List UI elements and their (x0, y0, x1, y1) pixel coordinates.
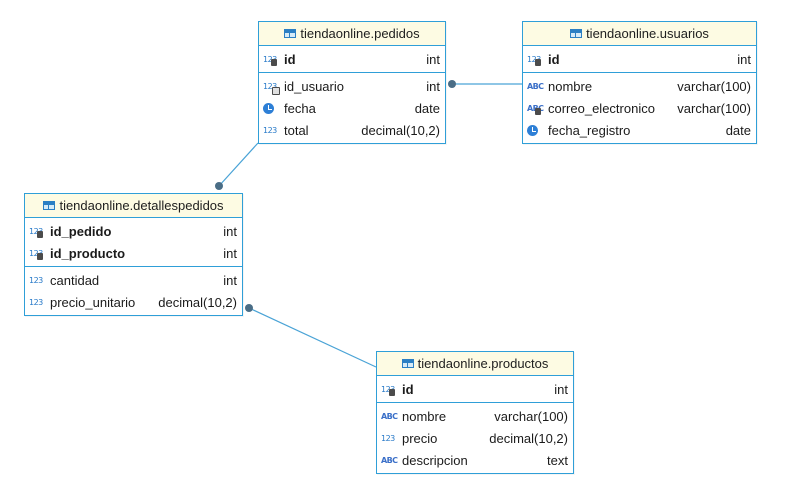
field-section: nombre varchar(100) precio decimal(10,2)… (377, 402, 573, 473)
table-icon (401, 359, 414, 368)
column-row[interactable]: id int (377, 378, 573, 400)
num-key-icon (29, 227, 47, 238)
column-name: id_pedido (50, 223, 112, 239)
num-icon (381, 434, 399, 443)
key-section: id int (259, 46, 445, 72)
clock-icon (263, 103, 281, 114)
column-row[interactable]: id_pedido int (25, 220, 242, 242)
link-pedidos-detalles[interactable] (218, 142, 259, 187)
entity-header[interactable]: tiendaonline.pedidos (259, 22, 445, 46)
column-type: decimal(10,2) (361, 122, 440, 138)
column-name: id (284, 51, 296, 67)
column-name: precio_unitario (50, 294, 136, 310)
entity-detallespedidos[interactable]: tiendaonline.detallespedidos id_pedido i… (24, 193, 243, 316)
entity-header[interactable]: tiendaonline.productos (377, 352, 573, 376)
num-icon (29, 276, 47, 285)
num-icon (29, 298, 47, 307)
num-key-icon (527, 55, 545, 66)
column-row[interactable]: id int (259, 48, 445, 70)
link-detalles-productos[interactable] (248, 307, 377, 368)
field-section: cantidad int precio_unitario decimal(10,… (25, 266, 242, 315)
clock-icon (527, 125, 545, 136)
column-type: varchar(100) (677, 78, 751, 94)
entity-title: tiendaonline.productos (417, 356, 549, 371)
column-name: cantidad (50, 272, 100, 288)
column-name: id (548, 51, 560, 67)
column-type: varchar(100) (494, 408, 568, 424)
column-type: decimal(10,2) (489, 430, 568, 446)
column-name: nombre (402, 408, 447, 424)
num-key-icon (381, 385, 399, 396)
column-row[interactable]: id_producto int (25, 242, 242, 264)
column-row[interactable]: fecha date (259, 97, 445, 119)
num-fk-icon (263, 82, 281, 95)
column-name: fecha (284, 100, 316, 116)
table-icon (284, 29, 297, 38)
num-icon (263, 126, 281, 135)
entity-pedidos[interactable]: tiendaonline.pedidos id int id_usuario i… (258, 21, 446, 144)
column-type: varchar(100) (677, 100, 751, 116)
abc-icon (527, 82, 545, 91)
num-key-icon (263, 55, 281, 66)
column-name: descripcion (402, 452, 468, 468)
column-name: id_usuario (284, 78, 344, 94)
column-type: int (223, 245, 237, 261)
abc-key-icon (527, 104, 545, 115)
column-type: decimal(10,2) (158, 294, 237, 310)
column-row[interactable]: id_usuario int (259, 75, 445, 97)
column-name: nombre (548, 78, 593, 94)
key-section: id_pedido int id_producto int (25, 218, 242, 266)
table-icon (570, 29, 583, 38)
column-type: int (223, 272, 237, 288)
key-section: id int (377, 376, 573, 402)
entity-usuarios[interactable]: tiendaonline.usuarios id int nombre varc… (522, 21, 757, 144)
entity-header[interactable]: tiendaonline.detallespedidos (25, 194, 242, 218)
column-type: int (426, 78, 440, 94)
key-section: id int (523, 46, 756, 72)
abc-icon (381, 412, 399, 421)
column-name: id (402, 381, 414, 397)
column-name: fecha_registro (548, 122, 631, 138)
column-type: date (414, 100, 440, 116)
link-pedidos-detalles-end (215, 182, 223, 190)
column-row[interactable]: id int (523, 48, 756, 70)
column-row[interactable]: correo_electronico varchar(100) (523, 97, 756, 119)
entity-title: tiendaonline.usuarios (586, 26, 709, 41)
column-type: date (725, 122, 751, 138)
column-row[interactable]: nombre varchar(100) (377, 405, 573, 427)
link-pedidos-usuarios-end (448, 80, 456, 88)
table-icon (43, 201, 56, 210)
column-row[interactable]: cantidad int (25, 269, 242, 291)
link-detalles-productos-end (245, 304, 253, 312)
column-row[interactable]: nombre varchar(100) (523, 75, 756, 97)
column-name: correo_electronico (548, 100, 655, 116)
column-name: id_producto (50, 245, 126, 261)
column-type: int (426, 51, 440, 67)
column-row[interactable]: fecha_registro date (523, 119, 756, 141)
field-section: id_usuario int fecha date total decimal(… (259, 72, 445, 143)
entity-header[interactable]: tiendaonline.usuarios (523, 22, 756, 46)
num-key-icon (29, 249, 47, 260)
column-type: int (554, 381, 568, 397)
column-name: total (284, 122, 309, 138)
entity-productos[interactable]: tiendaonline.productos id int nombre var… (376, 351, 574, 474)
entity-title: tiendaonline.pedidos (300, 26, 420, 41)
column-type: int (737, 51, 751, 67)
column-type: int (223, 223, 237, 239)
abc-icon (381, 456, 399, 465)
column-row[interactable]: precio decimal(10,2) (377, 427, 573, 449)
column-row[interactable]: precio_unitario decimal(10,2) (25, 291, 242, 313)
column-type: text (547, 452, 568, 468)
column-name: precio (402, 430, 438, 446)
entity-title: tiendaonline.detallespedidos (59, 198, 224, 213)
column-row[interactable]: total decimal(10,2) (259, 119, 445, 141)
field-section: nombre varchar(100) correo_electronico v… (523, 72, 756, 143)
column-row[interactable]: descripcion text (377, 449, 573, 471)
